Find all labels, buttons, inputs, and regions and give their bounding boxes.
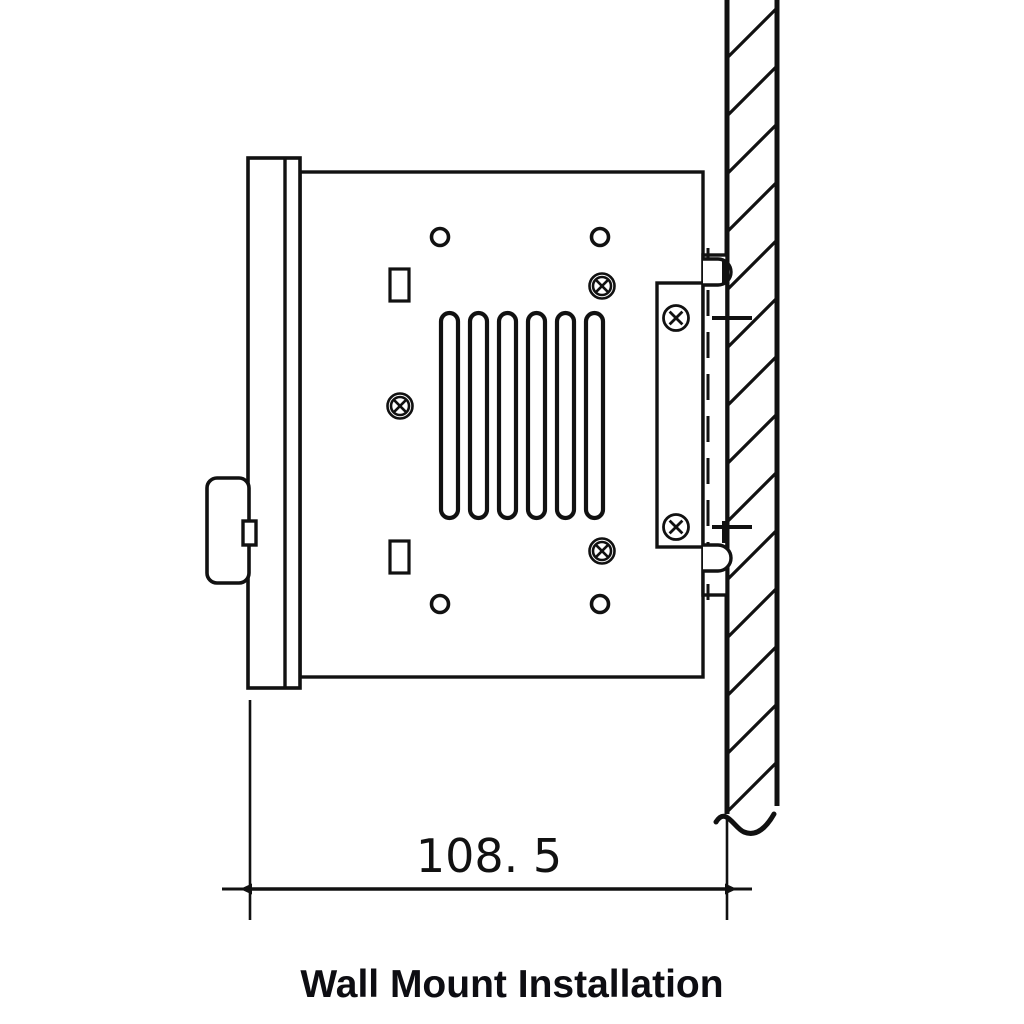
wall-section	[713, 0, 780, 836]
screw-symbol	[386, 392, 414, 420]
screw-symbol	[588, 537, 616, 565]
vent-slot	[438, 310, 461, 521]
vent-slot	[496, 310, 519, 521]
front-bezel	[246, 156, 302, 690]
vent-slot	[554, 310, 577, 521]
mounting-tabs	[703, 257, 733, 573]
vent-slot	[525, 310, 548, 521]
knob-connector-tab	[241, 519, 258, 547]
anchor-shaft	[722, 521, 729, 543]
bracket-screw-symbols	[662, 304, 690, 541]
rect-port	[388, 267, 411, 303]
vent-slot	[583, 310, 606, 521]
small-hole	[429, 593, 451, 615]
anchor-shaft	[722, 261, 729, 283]
dimension-annotation: 108. 5	[222, 700, 752, 920]
bezel-outline	[246, 156, 302, 690]
screw-symbol	[588, 272, 616, 300]
vent-slot	[467, 310, 490, 521]
rect-port	[388, 539, 411, 575]
small-hole	[589, 226, 611, 248]
screw-symbol	[662, 304, 690, 332]
small-hole	[429, 226, 451, 248]
small-hole	[589, 593, 611, 615]
wall-break-symbol	[713, 811, 777, 836]
body-screw-symbols	[386, 272, 616, 565]
ventilation-slots	[438, 310, 606, 521]
wall-anchor-marks	[712, 316, 752, 529]
wall-fill	[727, 0, 777, 825]
mounting-tab	[703, 543, 733, 573]
bracket-outline	[655, 281, 729, 549]
side-knob	[205, 476, 258, 585]
wall-mount-bracket	[655, 248, 729, 600]
screw-symbol	[662, 513, 690, 541]
rectangular-ports	[388, 267, 411, 575]
dimension-value: 108. 5	[416, 829, 562, 883]
small-holes	[429, 226, 611, 615]
wall-hatching	[727, 0, 777, 825]
drawing-caption: Wall Mount Installation	[300, 963, 723, 1006]
wall-hatch-lines	[727, 6, 777, 825]
